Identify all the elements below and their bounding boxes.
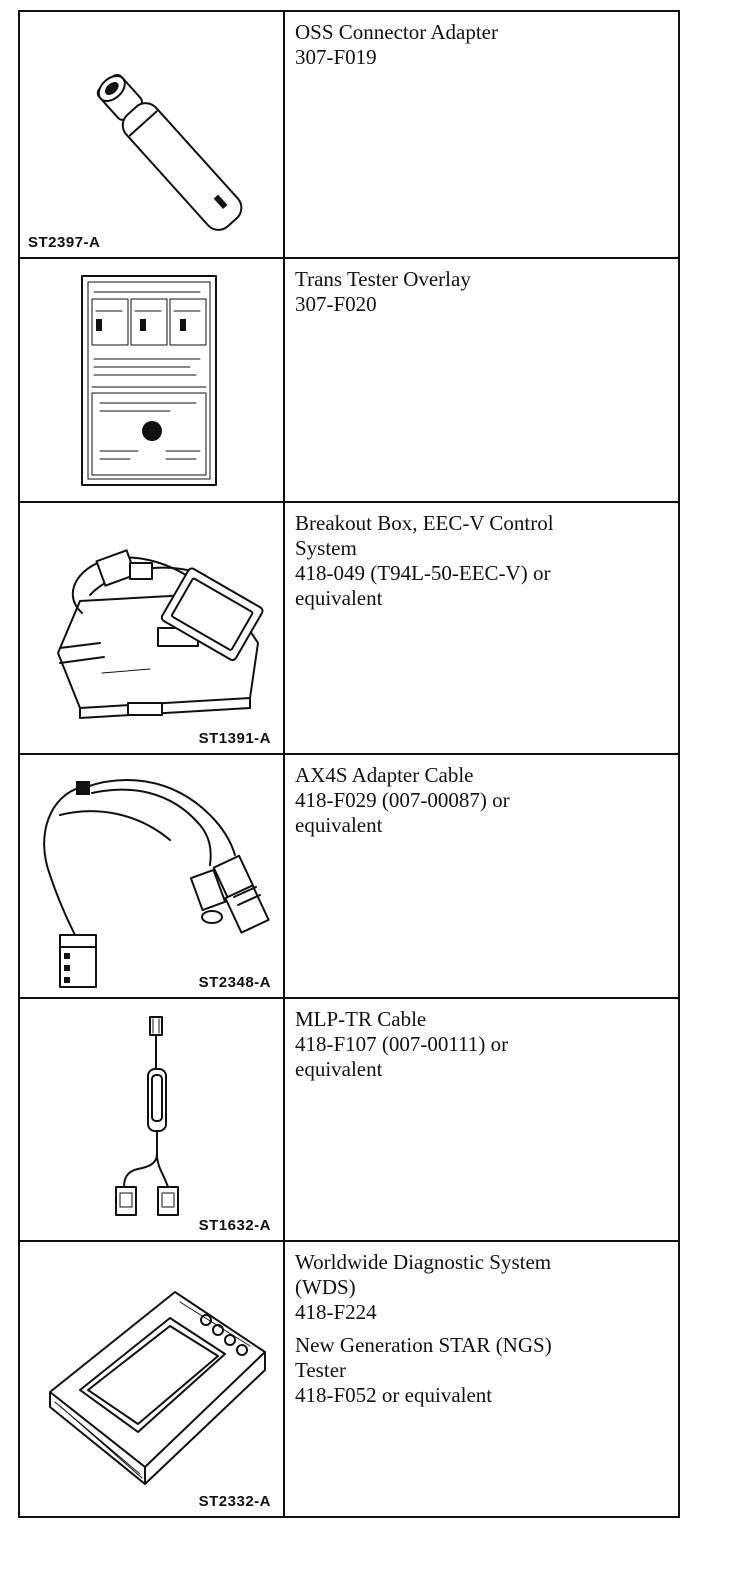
tool-image-cell: ST1391-A [18, 501, 285, 755]
figure-ref: ST2348-A [198, 974, 271, 991]
breakout-box-illustration [57, 549, 264, 719]
table-row: ST2397-A OSS Connector Adapter 307-F019 [18, 10, 680, 259]
tool-name: AX4S Adapter Cable [295, 763, 474, 787]
tool-image-cell: ST2332-A [18, 1240, 285, 1518]
tool-description-cell: MLP-TR Cable 418-F107 (007-00111) or equ… [283, 997, 680, 1242]
tool-name: MLP-TR Cable [295, 1007, 427, 1031]
tool-number: 307-F019 [295, 45, 377, 69]
figure-ref: ST1391-A [198, 730, 271, 747]
tool-number: 307-F020 [295, 292, 377, 316]
table-row: ST2332-A Worldwide Diagnostic System (WD… [18, 1240, 680, 1518]
table-row: Trans Tester Overlay 307-F020 [18, 257, 680, 503]
tool-equivalent: equivalent [295, 813, 383, 837]
tool-image-cell: ST2397-A [18, 10, 285, 259]
tool-name: Worldwide Diagnostic System [295, 1250, 552, 1274]
wds-tester-illustration [49, 1291, 266, 1485]
table-row: ST2348-A AX4S Adapter Cable 418-F029 (00… [18, 753, 680, 999]
figure-ref: ST2332-A [198, 1493, 271, 1510]
tool-name: Trans Tester Overlay [295, 267, 471, 291]
trans-tester-overlay-illustration [81, 275, 217, 486]
tool-description-cell: OSS Connector Adapter 307-F019 [283, 10, 680, 259]
tool-name: Breakout Box, EEC-V Control [295, 511, 554, 535]
figure-ref: ST1632-A [198, 1217, 271, 1234]
figure-ref: ST2397-A [28, 234, 101, 251]
mlp-tr-cable-illustration [115, 1016, 179, 1216]
tool-number: 418-F224 [295, 1300, 377, 1324]
tool-image-cell [18, 257, 285, 503]
tool-equivalent: equivalent [295, 586, 383, 610]
tool-description-cell: Worldwide Diagnostic System (WDS) 418-F2… [283, 1240, 680, 1518]
tool-description-cell: AX4S Adapter Cable 418-F029 (007-00087) … [283, 753, 680, 999]
tool-number: 418-F029 (007-00087) or [295, 788, 510, 812]
tool-image-cell: ST1632-A [18, 997, 285, 1242]
tool-image-cell: ST2348-A [18, 753, 285, 999]
ax4s-adapter-cable-illustration [43, 779, 270, 988]
tool-description-cell: Trans Tester Overlay 307-F020 [283, 257, 680, 503]
table-row: ST1632-A MLP-TR Cable 418-F107 (007-0011… [18, 997, 680, 1242]
special-tools-table: ST2397-A OSS Connector Adapter 307-F019 [18, 10, 680, 1518]
tool-alt-name: New Generation STAR (NGS) [295, 1333, 552, 1357]
tool-name-cont: (WDS) [295, 1275, 356, 1299]
oss-connector-adapter-illustration [96, 73, 243, 231]
tool-alt-name-cont: Tester [295, 1358, 347, 1382]
tool-name: OSS Connector Adapter [295, 20, 498, 44]
tool-number: 418-049 (T94L-50-EEC-V) or [295, 561, 551, 585]
tool-number: 418-F107 (007-00111) or [295, 1032, 509, 1056]
tool-name-cont: System [295, 536, 357, 560]
table-row: ST1391-A Breakout Box, EEC-V Control Sys… [18, 501, 680, 755]
tool-description-cell: Breakout Box, EEC-V Control System 418-0… [283, 501, 680, 755]
tool-alt-number: 418-F052 or equivalent [295, 1383, 493, 1407]
tool-equivalent: equivalent [295, 1057, 383, 1081]
